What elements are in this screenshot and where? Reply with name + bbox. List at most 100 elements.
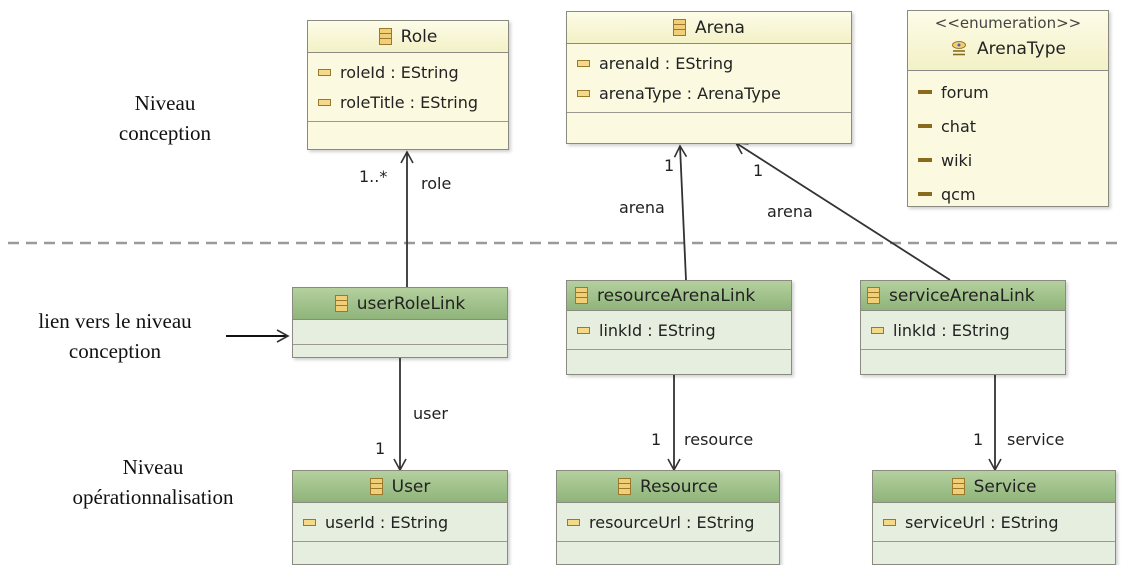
class-resource-header: Resource	[557, 471, 779, 503]
attribute-icon	[318, 68, 331, 76]
attribute-row: arenaId : EString	[567, 48, 851, 78]
literal-section: forum chat wiki qcm	[908, 71, 1108, 211]
level-conception-label: Niveau conception	[95, 88, 235, 148]
attribute-text: userId : EString	[325, 512, 449, 532]
class-icon	[369, 478, 383, 495]
attribute-icon	[577, 89, 590, 97]
link-note-label: lien vers le niveau conception	[10, 306, 220, 366]
class-service-header: Service	[873, 471, 1115, 503]
class-service[interactable]: Service serviceUrl : EString	[872, 470, 1116, 565]
level-conception-text: Niveau conception	[118, 91, 212, 145]
resource-multiplicity: 1	[651, 430, 661, 449]
class-name: Arena	[695, 17, 745, 38]
attribute-text: arenaType : ArenaType	[599, 83, 781, 103]
enum-header: <<enumeration>> ArenaType	[908, 11, 1108, 71]
attribute-icon	[577, 326, 590, 334]
enumeration-icon	[952, 41, 967, 56]
attribute-section: resourceUrl : EString	[557, 503, 779, 542]
attribute-text: arenaId : EString	[599, 53, 734, 73]
class-name: serviceArenaLink	[889, 285, 1035, 306]
service-multiplicity: 1	[973, 430, 983, 449]
enum-stereotype: <<enumeration>>	[934, 14, 1082, 32]
class-icon	[673, 19, 687, 36]
arena-association-line-1	[673, 144, 688, 281]
class-icon	[618, 478, 632, 495]
class-user[interactable]: User userId : EString	[292, 470, 508, 565]
literal-icon	[918, 124, 932, 128]
class-icon	[867, 287, 880, 304]
attribute-row: linkId : EString	[861, 315, 1065, 345]
class-name: Resource	[640, 476, 718, 497]
attribute-text: resourceUrl : EString	[589, 512, 755, 532]
class-resource-arena-link[interactable]: resourceArenaLink linkId : EString	[566, 280, 792, 375]
attribute-text: serviceUrl : EString	[905, 512, 1059, 532]
arena-multiplicity-2: 1	[753, 161, 763, 180]
attribute-text: roleId : EString	[340, 62, 459, 82]
attribute-section: linkId : EString	[567, 311, 791, 350]
class-user-role-link[interactable]: userRoleLink	[292, 287, 508, 358]
level-operational-label: Niveau opérationnalisation	[38, 452, 268, 512]
attribute-row: arenaType : ArenaType	[567, 78, 851, 108]
class-name: userRoleLink	[356, 293, 466, 314]
literal-text: wiki	[941, 150, 973, 170]
link-note-text: lien vers le niveau conception	[38, 309, 192, 363]
class-icon	[378, 28, 392, 45]
enum-literal: qcm	[908, 177, 1108, 211]
enum-title: ArenaType	[908, 33, 1108, 65]
class-icon	[951, 478, 965, 495]
class-role-header: Role	[308, 21, 508, 53]
attribute-icon	[318, 98, 331, 106]
attribute-text: roleTitle : EString	[340, 92, 479, 112]
literal-text: forum	[941, 82, 989, 102]
class-user-role-link-header: userRoleLink	[293, 288, 507, 320]
service-association-label: service	[1007, 430, 1064, 449]
class-arena[interactable]: Arena arenaId : EString arenaType : Aren…	[566, 11, 852, 144]
literal-icon	[918, 158, 932, 162]
attribute-section: userId : EString	[293, 503, 507, 542]
class-user-header: User	[293, 471, 507, 503]
attribute-section: linkId : EString	[861, 311, 1065, 350]
attribute-section: roleId : EString roleTitle : EString	[308, 53, 508, 122]
class-icon	[334, 295, 348, 312]
attribute-row: serviceUrl : EString	[873, 507, 1115, 537]
arena-multiplicity-1: 1	[664, 156, 674, 175]
user-multiplicity: 1	[375, 439, 385, 458]
attribute-icon	[883, 518, 896, 526]
role-multiplicity: 1..*	[359, 167, 387, 186]
literal-text: chat	[941, 116, 977, 136]
attribute-section: serviceUrl : EString	[873, 503, 1115, 542]
attribute-row: roleTitle : EString	[308, 87, 508, 117]
literal-icon	[918, 90, 932, 94]
enum-literal: wiki	[908, 143, 1108, 177]
attribute-icon	[577, 59, 590, 67]
level-operational-text: Niveau opérationnalisation	[72, 455, 234, 509]
enum-arena-type[interactable]: <<enumeration>> ArenaType forum chat wik…	[907, 10, 1109, 207]
arena-association-label-2: arena	[767, 202, 813, 221]
attribute-row: roleId : EString	[308, 57, 508, 87]
class-service-arena-link[interactable]: serviceArenaLink linkId : EString	[860, 280, 1066, 375]
class-role[interactable]: Role roleId : EString roleTitle : EStrin…	[307, 20, 509, 150]
class-name: User	[391, 476, 431, 497]
role-association-label: role	[421, 174, 451, 193]
arena-association-label-1: arena	[619, 198, 665, 217]
attribute-text: linkId : EString	[893, 320, 1010, 340]
user-association-label: user	[413, 404, 448, 423]
literal-text: qcm	[941, 184, 976, 204]
attribute-icon	[567, 518, 580, 526]
attribute-row: resourceUrl : EString	[557, 507, 779, 537]
attribute-row: userId : EString	[293, 507, 507, 537]
attribute-icon	[871, 326, 884, 334]
literal-icon	[918, 192, 932, 196]
class-resource-arena-link-header: resourceArenaLink	[567, 281, 791, 311]
attribute-row: linkId : EString	[567, 315, 791, 345]
class-name: Service	[973, 476, 1037, 497]
attribute-section: arenaId : EString arenaType : ArenaType	[567, 44, 851, 113]
resource-association-label: resource	[684, 430, 753, 449]
arena-association-line-2	[734, 142, 951, 281]
attribute-section	[293, 320, 507, 345]
class-name: Role	[400, 26, 438, 47]
class-icon	[575, 287, 588, 304]
attribute-text: linkId : EString	[599, 320, 716, 340]
class-resource[interactable]: Resource resourceUrl : EString	[556, 470, 780, 565]
